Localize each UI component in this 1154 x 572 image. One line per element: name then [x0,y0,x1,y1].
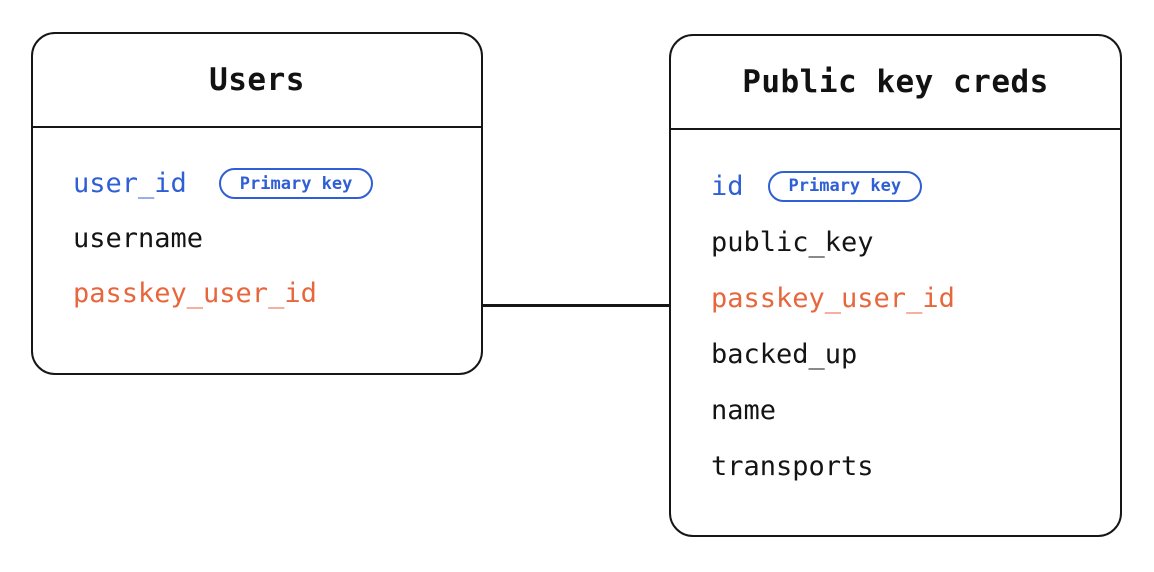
attribute-row[interactable]: backed_up [671,326,1120,382]
entity-body-users: user_id Primary key username passkey_use… [33,128,481,373]
attribute-row[interactable]: user_id Primary key [33,156,481,211]
entity-card-public-key-creds[interactable]: Public key creds id Primary key public_k… [669,34,1122,537]
entity-header-users: Users [33,34,481,128]
attribute-name-username: username [73,223,204,254]
attribute-row[interactable]: passkey_user_id [671,270,1120,326]
attribute-name-public-key: public_key [711,226,874,258]
primary-key-badge: Primary key [767,170,923,202]
entity-card-users[interactable]: Users user_id Primary key username passk… [31,32,483,375]
attribute-name-passkey-user-id: passkey_user_id [711,282,955,314]
attribute-name-backed-up: backed_up [711,338,858,370]
entity-title-users: Users [209,62,305,98]
relationship-connector-line [481,304,671,307]
attribute-row[interactable]: id Primary key [671,158,1120,214]
attribute-row[interactable]: transports [671,438,1120,494]
attribute-name-passkey-user-id: passkey_user_id [73,278,317,309]
attribute-row[interactable]: username [33,211,481,266]
entity-header-public-key-creds: Public key creds [671,36,1120,130]
attribute-row[interactable]: passkey_user_id [33,266,481,321]
attribute-name-name: name [711,394,777,426]
attribute-name-transports: transports [711,450,874,482]
attribute-row[interactable]: public_key [671,214,1120,270]
attribute-name-id: id [711,170,744,202]
entity-title-public-key-creds: Public key creds [742,64,1049,100]
primary-key-badge: Primary key [218,168,374,199]
attribute-row[interactable]: name [671,382,1120,438]
entity-body-public-key-creds: id Primary key public_key passkey_user_i… [671,130,1120,535]
attribute-name-user-id: user_id [73,168,187,199]
